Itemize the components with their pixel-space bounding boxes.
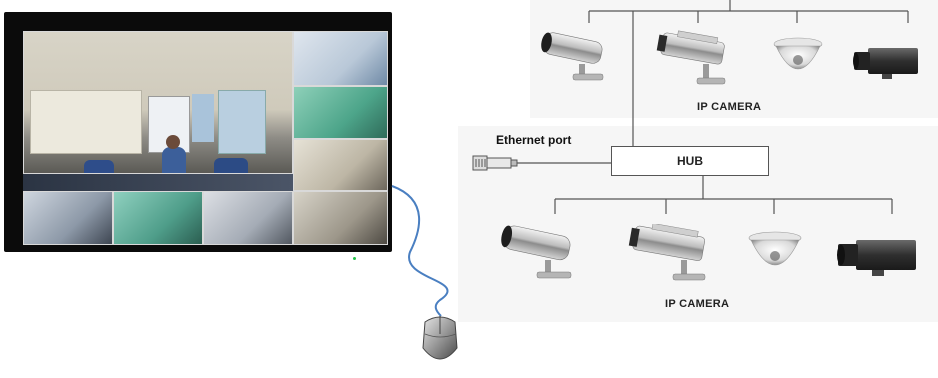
cctv-multiview-screen [23, 31, 388, 245]
box-camera-icon [853, 48, 918, 79]
camera-feed-5 [293, 191, 388, 245]
ethernet-plug-icon [472, 155, 518, 171]
box-camera-icon [837, 240, 916, 276]
camera-feed-8 [203, 191, 293, 245]
camera-feed-main [23, 31, 293, 174]
camera-feed-4 [293, 139, 388, 191]
dome-camera-icon [773, 37, 823, 70]
dome-camera-icon [748, 231, 802, 266]
monitor-icon [4, 12, 392, 260]
hub-label: HUB [677, 154, 703, 168]
mouse-icon [422, 316, 458, 360]
bullet-camera-icon [656, 30, 726, 85]
bottom-camera-group-label: IP CAMERA [665, 298, 730, 310]
bullet-camera-icon [628, 224, 706, 281]
power-led [353, 257, 356, 260]
camera-feed-7 [113, 191, 203, 245]
camera-feed-3 [293, 86, 388, 139]
ethernet-port-label: Ethernet port [496, 133, 572, 147]
top-camera-group-label: IP CAMERA [697, 101, 762, 113]
mouse-cable [391, 185, 449, 317]
camera-feed-6 [23, 191, 113, 245]
bullet-camera-icon [541, 32, 604, 81]
monitor-status-strip [23, 174, 293, 191]
camera-feed-2 [293, 31, 388, 86]
hub-box: HUB [611, 146, 769, 176]
bullet-camera-icon [501, 225, 572, 279]
